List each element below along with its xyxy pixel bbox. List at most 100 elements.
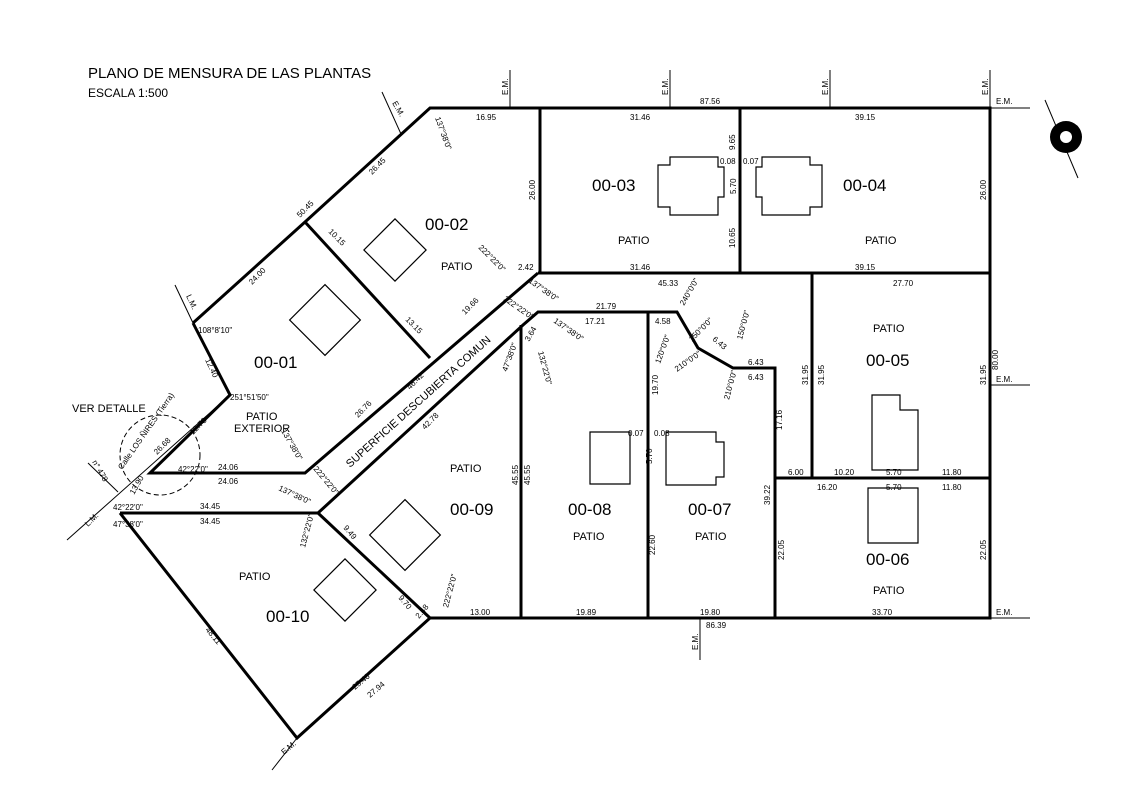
lot-number: 00-01 bbox=[254, 353, 297, 372]
measurement-label: 13.00 bbox=[470, 608, 491, 617]
ver-detalle-label: VER DETALLE bbox=[72, 403, 146, 415]
plan-scale: ESCALA 1:500 bbox=[88, 86, 168, 100]
patio-label: PATIO bbox=[450, 463, 482, 475]
measurement-label: 31.95 bbox=[817, 364, 826, 385]
lot-number: 00-06 bbox=[866, 550, 909, 569]
measurement-label: 9.70 bbox=[396, 594, 413, 612]
measurement-label: 31.46 bbox=[630, 113, 651, 122]
measurement-label: 10.20 bbox=[834, 468, 855, 477]
measurement-label: 33.70 bbox=[872, 608, 893, 617]
measurement-label: 120°0'0" bbox=[653, 333, 672, 364]
measurement-label: 10.15 bbox=[327, 227, 348, 248]
measurement-label: 39.22 bbox=[763, 484, 772, 505]
measurement-label: 5.70 bbox=[645, 448, 654, 464]
measurement-label: 27.94 bbox=[366, 679, 388, 699]
measurement-label: 31.95 bbox=[801, 364, 810, 385]
measurement-label: 47°38'0" bbox=[113, 520, 143, 529]
measurement-label: 26.00 bbox=[979, 179, 988, 200]
em-label: E.M. bbox=[996, 375, 1012, 384]
measurement-label: 2.42 bbox=[518, 263, 534, 272]
measurement-label: 4.58 bbox=[655, 317, 671, 326]
measurement-label: 22.60 bbox=[648, 534, 657, 555]
house-00-01-02 bbox=[288, 218, 427, 357]
em-label: E.M. bbox=[501, 79, 510, 95]
measurement-label: 19.70 bbox=[651, 374, 660, 395]
measurement-label: 0.07 bbox=[628, 429, 644, 438]
measurement-label: 26.00 bbox=[528, 179, 537, 200]
lot-number: 00-03 bbox=[592, 176, 635, 195]
measurement-label: 5.70 bbox=[886, 468, 902, 477]
measurement-label: 251°51'50" bbox=[230, 393, 269, 402]
measurement-label: 42°22'0" bbox=[113, 503, 143, 512]
measurement-label: 6.43 bbox=[711, 335, 729, 352]
em-label: E.M. bbox=[280, 739, 298, 756]
em-label: E.M. bbox=[821, 79, 830, 95]
patio-exterior-label: PATIO bbox=[246, 411, 278, 423]
measurement-label: 0.08 bbox=[720, 157, 736, 166]
measurement-label: 137°38'0" bbox=[433, 116, 453, 151]
patio-label: PATIO bbox=[873, 323, 905, 335]
measurement-label: 42°22'0" bbox=[178, 465, 208, 474]
lot-number: 00-08 bbox=[568, 500, 611, 519]
measurement-label: 6.43 bbox=[748, 358, 764, 367]
measurement-label: 5.70 bbox=[886, 483, 902, 492]
measurement-label: 31.95 bbox=[979, 364, 988, 385]
measurement-label: 34.45 bbox=[200, 517, 221, 526]
measurement-label: 22.05 bbox=[979, 539, 988, 560]
measurement-label: 80.00 bbox=[991, 349, 1000, 370]
street-number: n° 478 bbox=[90, 459, 110, 484]
measurement-label: 45.33 bbox=[658, 279, 679, 288]
measurement-label: 24.00 bbox=[247, 266, 268, 287]
measurement-label: 26.45 bbox=[367, 156, 388, 177]
measurement-label: 3.64 bbox=[523, 325, 539, 343]
measurement-label: 24.06 bbox=[218, 463, 239, 472]
measurement-label: 31.46 bbox=[630, 263, 651, 272]
measurement-label: 5.70 bbox=[729, 178, 738, 194]
measurement-label: 34.45 bbox=[200, 502, 221, 511]
measurement-label: 45.55 bbox=[523, 464, 532, 485]
measurement-label: 16.95 bbox=[476, 113, 497, 122]
em-label: E.M. bbox=[661, 79, 670, 95]
north-arrow-icon bbox=[1044, 99, 1082, 179]
measurement-label: 19.80 bbox=[700, 608, 721, 617]
measurement-label: 45.55 bbox=[511, 464, 520, 485]
measurement-label: 86.39 bbox=[706, 621, 727, 630]
measurement-label: 150°0'0" bbox=[735, 309, 751, 340]
measurement-label: 19.66 bbox=[460, 296, 481, 317]
patio-label: PATIO bbox=[573, 531, 605, 543]
measurement-label: 222°22'0" bbox=[311, 465, 340, 497]
measurement-label: 222°22'0" bbox=[502, 294, 535, 321]
em-label: E.M. bbox=[996, 97, 1012, 106]
patio-label: PATIO bbox=[441, 261, 473, 273]
measurement-label: 150°0'0" bbox=[687, 316, 715, 344]
measurement-label: 19.89 bbox=[576, 608, 597, 617]
patio-label: PATIO bbox=[873, 585, 905, 597]
patio-label: PATIO bbox=[239, 571, 271, 583]
measurement-label: 17.16 bbox=[775, 409, 784, 430]
em-label: E.M. bbox=[981, 79, 990, 95]
measurement-label: 47°38'0" bbox=[500, 341, 519, 372]
measurement-label: 21.79 bbox=[596, 302, 617, 311]
measurement-label: 10.65 bbox=[728, 227, 737, 248]
measurement-label: 39.15 bbox=[855, 263, 876, 272]
measurement-label: 137°38'0" bbox=[279, 428, 304, 462]
measurement-label: 108°8'10" bbox=[198, 326, 232, 335]
measurement-label: 48.11 bbox=[203, 626, 223, 647]
em-label: E.M. bbox=[691, 634, 700, 650]
measurement-label: 222°22'0" bbox=[441, 573, 459, 609]
measurement-label: 12.40 bbox=[203, 357, 220, 379]
measurement-label: 16.20 bbox=[817, 483, 838, 492]
measurement-label: 22.05 bbox=[777, 539, 786, 560]
measurement-label: 132°22'0" bbox=[298, 513, 316, 549]
house-00-03 bbox=[657, 156, 823, 216]
lot-number: 00-07 bbox=[688, 500, 731, 519]
measurement-label: 210°0'0" bbox=[722, 369, 738, 400]
measurement-label: 6.00 bbox=[788, 468, 804, 477]
measurement-label: 132°22'0" bbox=[536, 350, 554, 386]
measurement-label: 6.43 bbox=[748, 373, 764, 382]
measurement-label: 240°0'0" bbox=[678, 277, 701, 307]
patio-label: PATIO bbox=[695, 531, 727, 543]
patio-label: PATIO bbox=[618, 235, 650, 247]
lot-number: 00-10 bbox=[266, 607, 309, 626]
